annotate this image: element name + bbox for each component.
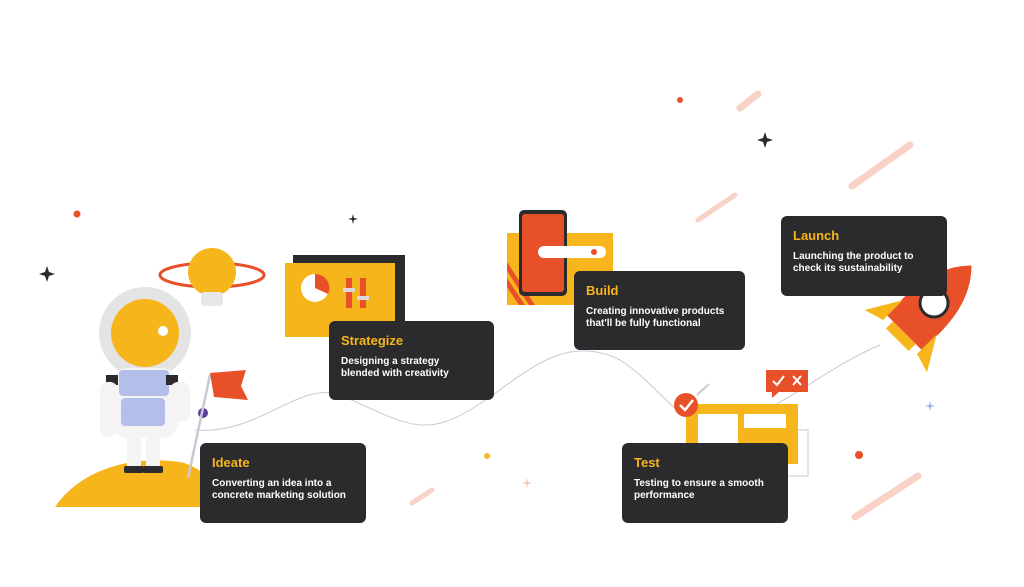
- sparkle-icon: [522, 478, 532, 488]
- lightbulb-planet-icon: [158, 248, 266, 306]
- step-card-build: Build Creating innovative products that'…: [574, 271, 745, 350]
- step-title: Build: [586, 283, 619, 298]
- astronaut-icon: [99, 287, 208, 473]
- step-card-strategize: Strategize Designing a strategy blended …: [329, 321, 494, 400]
- hill: [55, 460, 225, 507]
- dashboard-chart-icon: [285, 255, 405, 337]
- step-description: Converting an idea into a concrete marke…: [212, 478, 346, 501]
- dot: [484, 453, 490, 459]
- flag-icon: [186, 370, 248, 479]
- step-card-ideate: Ideate Converting an idea into a concret…: [200, 443, 366, 523]
- dot: [73, 210, 81, 218]
- step-title: Launch: [793, 228, 840, 243]
- step-title: Ideate: [212, 455, 250, 470]
- dot: [677, 97, 683, 103]
- step-description: Creating innovative products that'll be …: [586, 306, 725, 329]
- step-description: Launching the product to check its susta…: [793, 251, 914, 274]
- step-title: Strategize: [341, 333, 404, 348]
- sparkle-icon: [39, 132, 773, 282]
- dot: [855, 451, 863, 459]
- step-card-test: Test Testing to ensure a smooth performa…: [622, 443, 788, 523]
- step-description: Testing to ensure a smooth performance: [634, 478, 764, 501]
- meteor-streak: [409, 90, 922, 521]
- step-description: Designing a strategy blended with creati…: [341, 356, 449, 379]
- phone-browser-icon: [507, 210, 613, 305]
- step-card-launch: Launch Launching the product to check it…: [781, 216, 947, 296]
- step-title: Test: [634, 455, 660, 470]
- sparkle-icon: [925, 401, 935, 411]
